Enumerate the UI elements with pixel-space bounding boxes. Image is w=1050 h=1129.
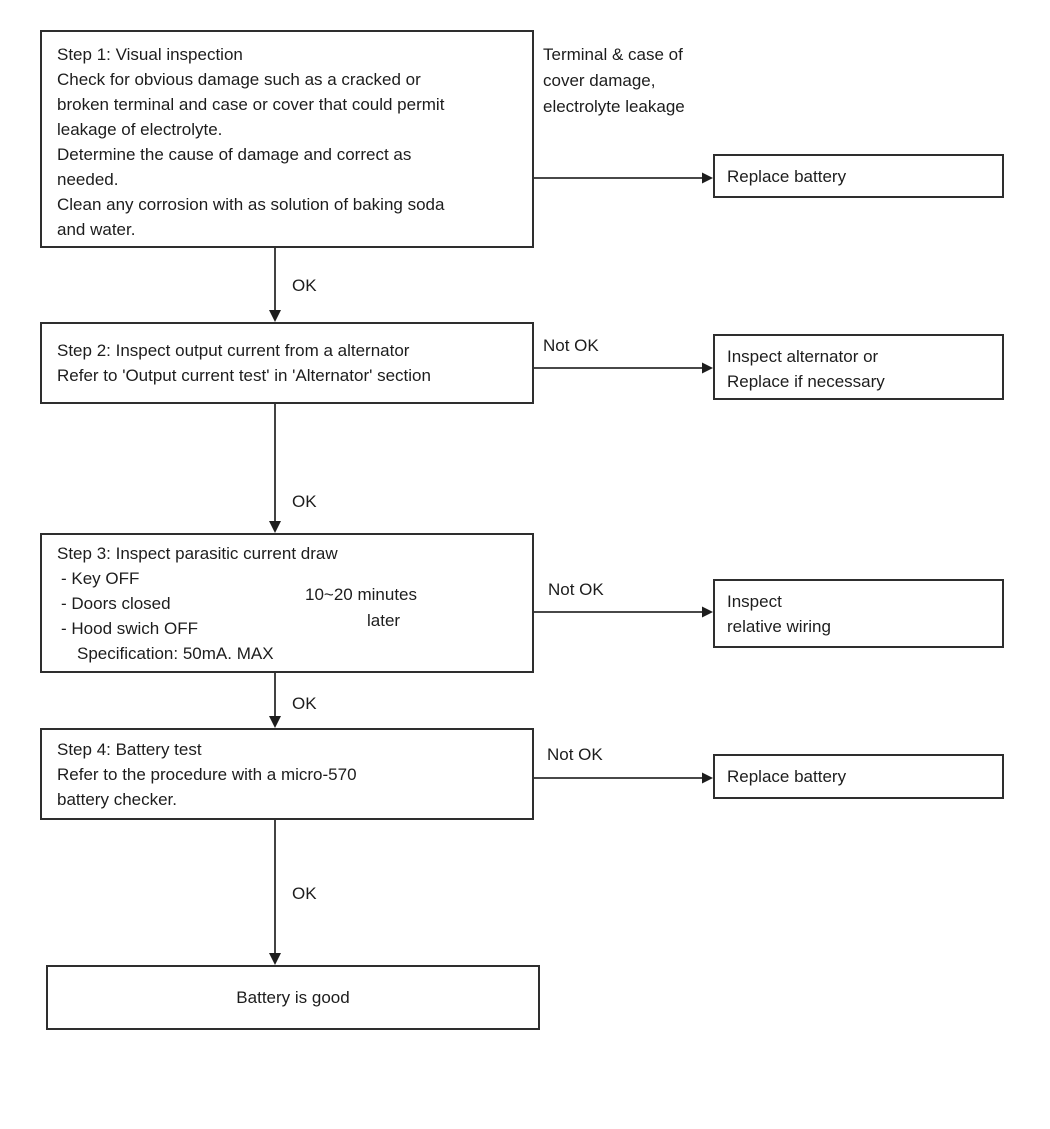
step3-title: Step 3: Inspect parasitic current draw — [57, 544, 338, 563]
step1-line: Step 1: Visual inspection — [57, 45, 243, 64]
arrowhead-step4-to-replace — [702, 772, 713, 784]
step3-item: - Doors closed — [61, 594, 171, 613]
step2-line: Step 2: Inspect output current from a al… — [57, 341, 410, 360]
not-ok-label-step4: Not OK — [547, 745, 603, 764]
step1-line: Determine the cause of damage and correc… — [57, 145, 412, 164]
inspect-wiring-line: relative wiring — [727, 617, 831, 636]
step3-item: - Key OFF — [61, 569, 140, 588]
replace-battery-top-label: Replace battery — [727, 166, 847, 186]
step1-line: broken terminal and case or cover that c… — [57, 95, 445, 114]
arrowhead-step2-to-step3 — [269, 521, 281, 533]
step3-box: Step 3: Inspect parasitic current draw -… — [40, 533, 534, 673]
inspect-alternator-box: Inspect alternator or Replace if necessa… — [713, 334, 1004, 400]
terminal-note-line: Terminal & case of — [543, 45, 683, 64]
not-ok-label-step2: Not OK — [543, 336, 599, 355]
step4-line: battery checker. — [57, 790, 178, 809]
terminal-note-line: cover damage, — [543, 71, 656, 90]
arrowhead-step3-to-wiring — [702, 606, 713, 618]
terminal-note-line: electrolyte leakage — [543, 97, 685, 116]
replace-battery-bottom-box: Replace battery — [713, 754, 1004, 799]
step4-line: Step 4: Battery test — [57, 740, 202, 759]
step1-box: Step 1: Visual inspection Check for obvi… — [40, 30, 534, 248]
arrowhead-step3-to-step4 — [269, 716, 281, 728]
ok-label-2: OK — [292, 492, 317, 511]
replace-battery-bottom-label: Replace battery — [727, 767, 847, 786]
not-ok-label-step3: Not OK — [548, 580, 604, 599]
ok-label-3: OK — [292, 694, 317, 713]
arrowhead-step2-to-alternator — [702, 362, 713, 374]
step2-box: Step 2: Inspect output current from a al… — [40, 322, 534, 404]
arrowhead-step1-to-replace — [702, 172, 713, 184]
ok-label-4: OK — [292, 884, 317, 903]
battery-good-label: Battery is good — [236, 988, 350, 1007]
ok-label-1: OK — [292, 276, 317, 295]
terminal-damage-note: Terminal & case of cover damage, electro… — [543, 42, 685, 120]
step2-line: Refer to 'Output current test' in 'Alter… — [57, 366, 431, 385]
step1-line: and water. — [57, 220, 136, 239]
step3-spec: Specification: 50mA. MAX — [77, 644, 274, 663]
inspect-wiring-box: Inspect relative wiring — [713, 579, 1004, 648]
wait-note-line: later — [367, 611, 401, 630]
step1-line: leakage of electrolyte. — [57, 120, 223, 139]
inspect-alternator-line: Inspect alternator or — [727, 347, 879, 366]
step4-line: Refer to the procedure with a micro-570 — [57, 765, 357, 784]
inspect-wiring-line: Inspect — [727, 592, 782, 611]
arrowhead-step1-to-step2 — [269, 310, 281, 322]
step1-line: needed. — [57, 170, 119, 189]
replace-battery-top-box: Replace battery — [713, 154, 1004, 198]
step1-line: Clean any corrosion with as solution of … — [57, 195, 445, 214]
inspect-alternator-line: Replace if necessary — [727, 372, 885, 391]
step1-line: Check for obvious damage such as a crack… — [57, 70, 421, 89]
step3-item: - Hood swich OFF — [61, 619, 198, 638]
arrowhead-step4-to-good — [269, 953, 281, 965]
step4-box: Step 4: Battery test Refer to the proced… — [40, 728, 534, 820]
battery-good-box: Battery is good — [46, 965, 540, 1030]
wait-time-note: 10~20 minutes later — [305, 582, 417, 634]
wait-note-line: 10~20 minutes — [305, 585, 417, 604]
